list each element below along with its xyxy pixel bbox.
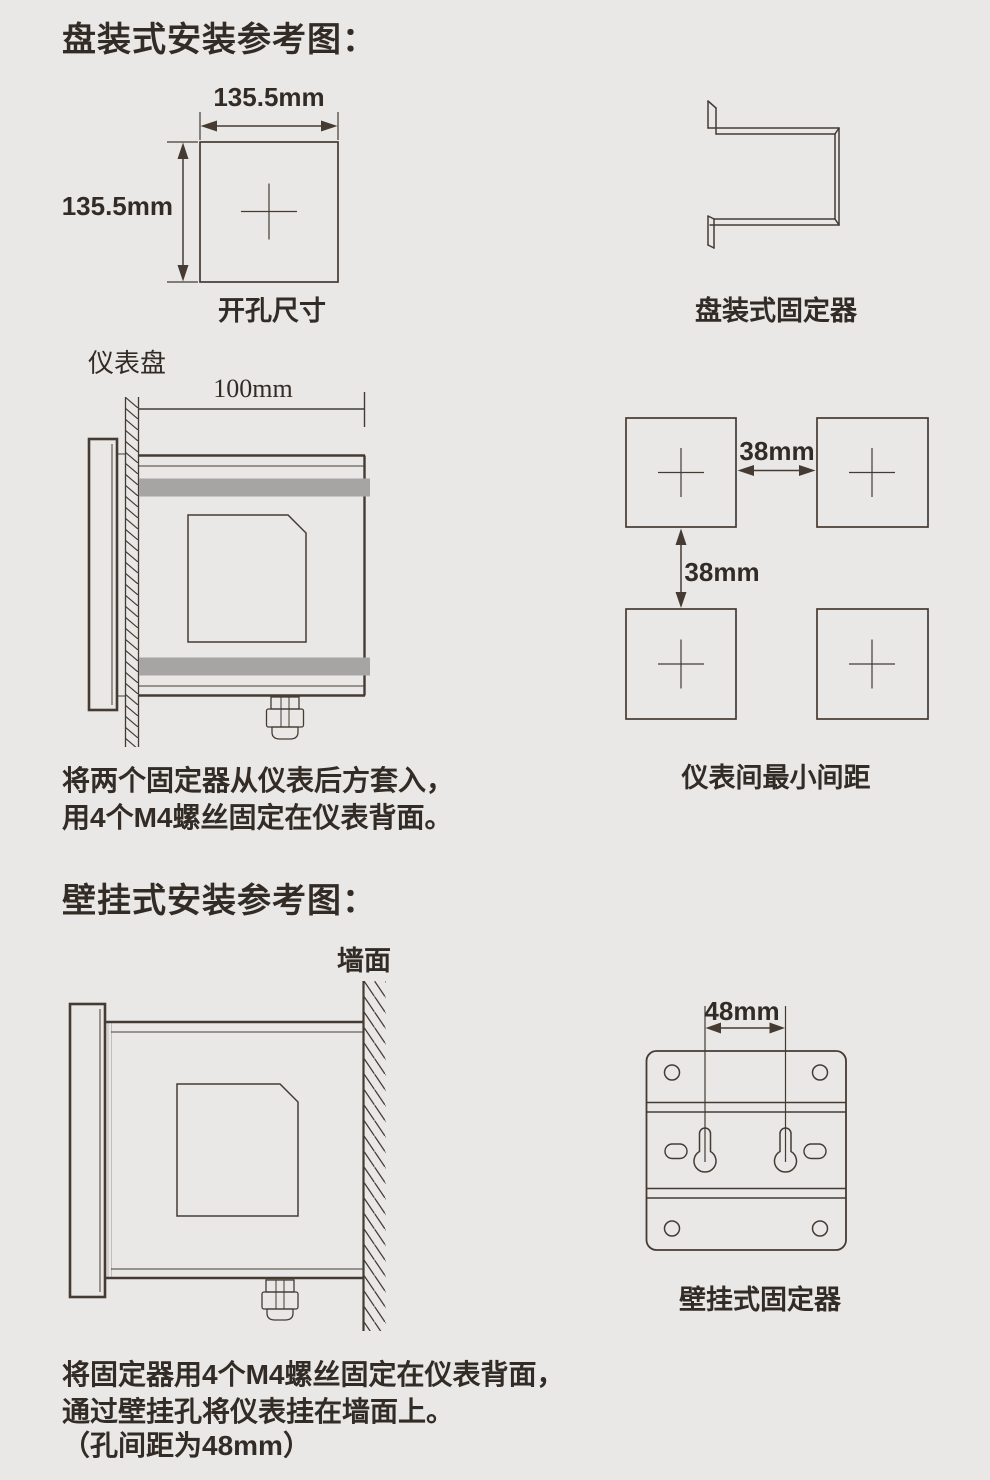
panel-section-title: 盘装式安装参考图： [62,21,377,59]
instrument-label-plate [176,1083,299,1217]
spacing-caption: 仪表间最小间距 [681,763,871,793]
wall-note-line2: 通过壁挂孔将仪表挂在墙面上。 [62,1396,455,1427]
spacing-diagram [625,417,929,720]
v-spacing-label: 38mm [684,557,760,587]
fixator-bars [139,478,370,676]
side-slot-holes [664,1143,827,1160]
instrument-faces [625,417,929,720]
plate-hole-spacing-label: 48mm [704,996,780,1026]
cutout-height-label: 135.5mm [61,191,173,221]
wall-plate-diagram [645,1006,847,1251]
h-spacing-label: 38mm [739,436,815,466]
panel-wall-strip [124,397,140,747]
hole-spacing-extension-lines [704,1006,787,1162]
panel-note-line2: 用4个M4螺丝固定在仪表背面。 [62,802,453,833]
panel-side-view-diagram [87,392,370,747]
cutout-square [199,141,339,283]
wall-note-line1: 将固定器用4个M4螺丝固定在仪表背面， [62,1359,565,1390]
screw-holes [663,1064,829,1237]
cutout-width-label: 135.5mm [213,82,325,112]
panel-bracket-diagram [707,100,840,249]
instrument-panel-label: 仪表盘 [88,349,167,378]
plate-outline [645,1050,847,1251]
plate-fold-lines [646,1101,846,1199]
wall-note-line3: （孔间距为48mm） [62,1430,311,1461]
wall-surface-label: 墙面 [337,946,391,976]
cable-gland [265,696,305,740]
panel-note-line1: 将两个固定器从仪表后方套入， [62,765,455,796]
keyhole-slots [693,1127,798,1173]
depth-dimension [139,392,366,427]
instrument-body [105,1020,363,1280]
cutout-width-arrowheads [200,120,338,132]
instrument-front-bezel [68,1002,107,1299]
cutout-height-dimension [167,141,198,283]
wall-surface [362,981,386,1331]
wall-plate-caption: 壁挂式固定器 [679,1285,841,1315]
cutout-width-dimension [199,112,339,140]
wall-side-view-diagram [68,981,386,1331]
panel-bracket-caption: 盘装式固定器 [695,296,857,326]
wall-section-title: 壁挂式安装参考图： [62,882,377,920]
instrument-label-plate [187,514,307,643]
cutout-caption: 开孔尺寸 [218,296,326,326]
cable-gland [261,1279,299,1321]
depth-dimension-label: 100mm [213,374,293,403]
instrument-front-bezel [87,437,126,712]
cutout-height-arrowheads [177,142,189,282]
center-cross-icons [658,448,895,689]
cutout-diagram [167,112,339,283]
cutout-center-cross-icon [241,183,297,240]
